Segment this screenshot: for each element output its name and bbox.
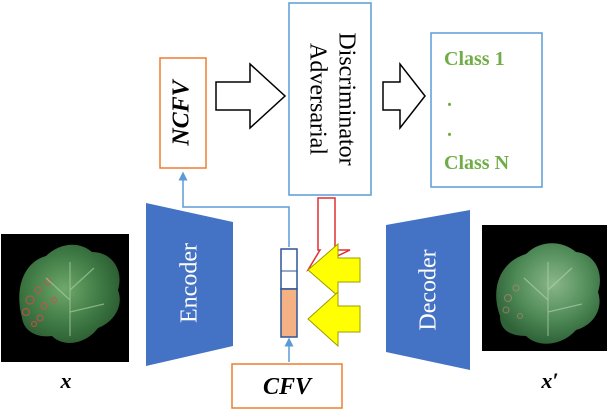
feedback-arrow-lower (307, 290, 361, 348)
class-ellipsis-dot-1: . (447, 89, 452, 111)
encoder-label: Encoder (177, 243, 203, 323)
classes-box: Class 1 . . Class N (430, 32, 543, 188)
ncfv-to-discriminator-arrow (215, 62, 287, 130)
cfv-label: CFV (263, 374, 313, 400)
class-last-label: Class N (444, 152, 510, 174)
ncfv-label: NCFV (169, 78, 195, 146)
vector-to-ncfv-connector (178, 171, 290, 247)
class-ellipsis-dot-2: . (447, 119, 452, 141)
discriminator-label-line2: Discriminator (333, 32, 359, 165)
latent-feature-vector (280, 248, 298, 338)
discriminator-box: Adversarial Discriminator (288, 2, 372, 196)
class-first-label: Class 1 (444, 48, 505, 70)
encoder-block: Encoder (146, 203, 233, 366)
discriminator-to-classes-arrow (382, 61, 426, 131)
ncfv-box: NCFV (159, 57, 207, 169)
discriminator-label-line1: Adversarial (304, 43, 330, 155)
feedback-arrow-upper (307, 242, 361, 298)
decoder-label: Decoder (416, 249, 442, 330)
output-image (482, 225, 607, 351)
input-image-label: x (60, 368, 72, 393)
cfv-box: CFV (231, 363, 343, 409)
input-image (1, 234, 129, 362)
decoder-block: Decoder (386, 210, 470, 370)
output-image-label: x′ (540, 368, 558, 393)
